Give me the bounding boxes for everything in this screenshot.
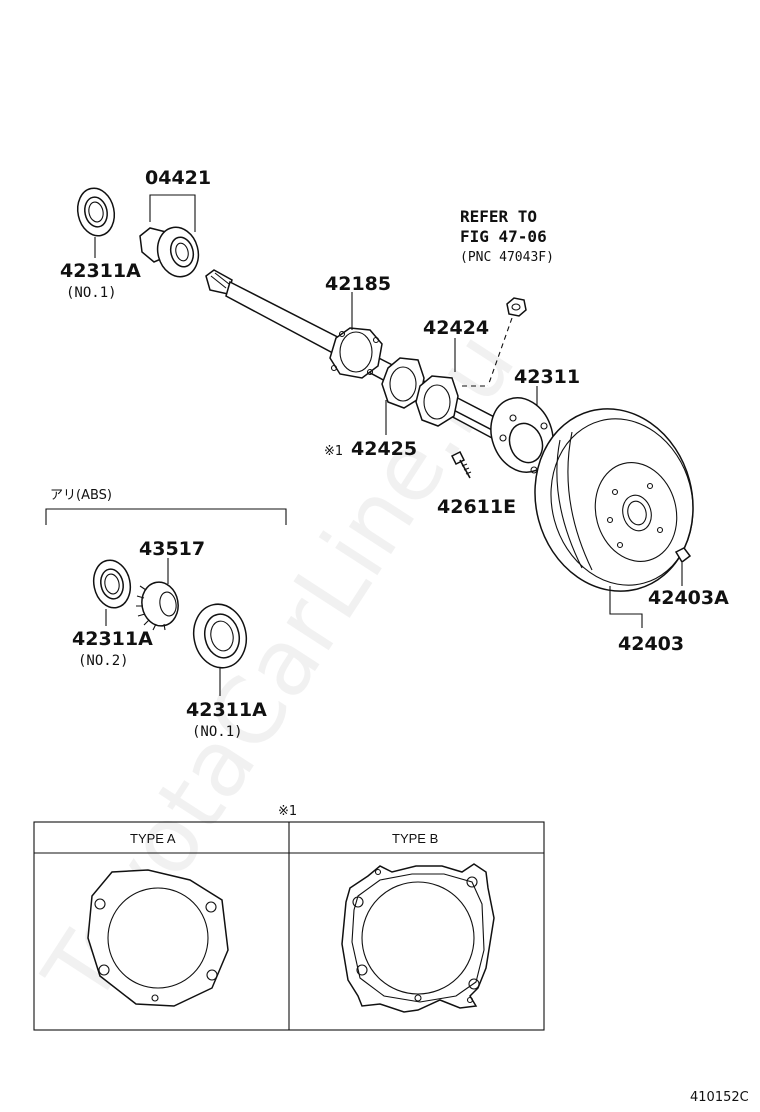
oil-seal-42311a-low[interactable]	[188, 599, 252, 672]
label-42311: 42311	[514, 366, 580, 388]
label-42403: 42403	[618, 633, 684, 655]
label-42611e: 42611E	[437, 496, 516, 518]
label-42311a-abs: 42311A	[72, 628, 153, 650]
label-42424: 42424	[423, 317, 489, 339]
hub-bolt-42611e[interactable]	[450, 450, 472, 479]
plate-42185[interactable]	[329, 327, 383, 379]
sensor-rotor-43517[interactable]	[136, 579, 182, 631]
bearing-04421[interactable]	[139, 223, 204, 282]
table-header-type-a: TYPE A	[130, 831, 176, 846]
nut-icon[interactable]	[506, 297, 527, 317]
label-04421: 04421	[145, 167, 211, 189]
label-42311a-top: 42311A	[60, 260, 141, 282]
gasket-type-a	[87, 869, 229, 1007]
label-42311a-low: 42311A	[186, 699, 267, 721]
refer-to-line3: (PNC 47043F)	[460, 250, 554, 265]
oil-seal-42311a-top[interactable]	[73, 185, 118, 239]
label-42185: 42185	[325, 273, 391, 295]
gasket-42425[interactable]	[381, 357, 459, 427]
label-42425: 42425	[351, 438, 417, 460]
label-42311a-top-sub: (NO.1)	[66, 285, 117, 301]
label-42311a-abs-sub: (NO.2)	[78, 653, 129, 669]
label-42425-mark: ※1	[324, 444, 343, 459]
label-43517: 43517	[139, 538, 205, 560]
gasket-type-table	[33, 821, 545, 1031]
gasket-type-b	[341, 863, 495, 1013]
label-42403a: 42403A	[648, 587, 729, 609]
oil-seal-42311a-abs[interactable]	[89, 557, 134, 611]
brake-drum-42403[interactable]	[515, 391, 713, 609]
plug-42403a[interactable]	[674, 547, 692, 564]
table-header-type-b: TYPE B	[392, 831, 438, 846]
abs-group-label: アリ(ABS)	[50, 488, 112, 503]
label-42311a-low-sub: (NO.1)	[192, 724, 243, 740]
table-mark: ※1	[278, 804, 297, 819]
refer-to-line1: REFER TO	[460, 207, 537, 226]
refer-to-line2: FIG 47-06	[460, 227, 547, 246]
figure-code: 410152C	[690, 1090, 749, 1105]
